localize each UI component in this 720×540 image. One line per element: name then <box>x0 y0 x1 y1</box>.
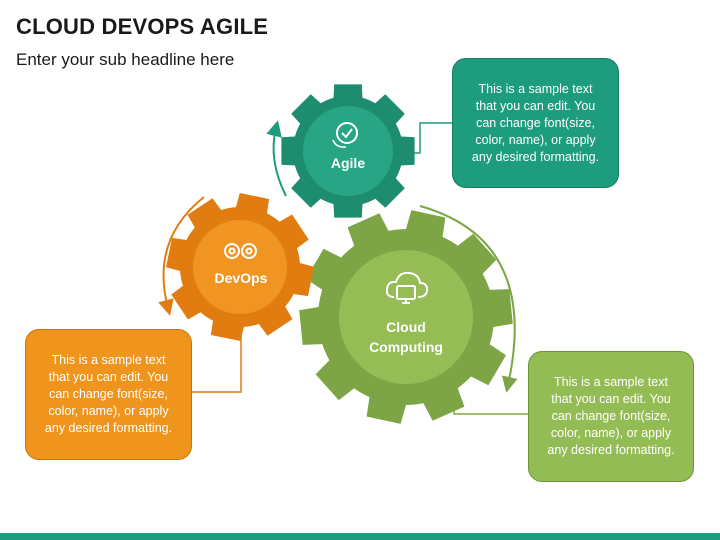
devops-arrow <box>158 196 205 316</box>
agile-note: This is a sample text that you can edit.… <box>452 58 619 188</box>
page-title: CLOUD DEVOPS AGILE <box>16 14 269 39</box>
cloud-connector <box>453 392 528 415</box>
cloud-arrow <box>419 205 518 393</box>
devops-label: DevOps <box>215 270 268 286</box>
agile-check-icon <box>332 122 358 148</box>
cloud-monitor-icon <box>385 271 429 304</box>
cloud-note: This is a sample text that you can edit.… <box>528 351 694 482</box>
bottom-accent-bar <box>0 533 720 540</box>
cloud-label-line2: Computing <box>369 339 443 355</box>
cloud-inner-circle <box>339 250 473 384</box>
devops-inner-circle <box>193 220 287 314</box>
devops-gears-icon <box>224 243 257 259</box>
cloud-label-line1: Cloud <box>386 319 426 335</box>
page-subtitle: Enter your sub headline here <box>16 50 235 69</box>
agile-arrow <box>266 120 287 197</box>
devops-connector <box>192 318 242 393</box>
devops-note: This is a sample text that you can edit.… <box>25 329 192 460</box>
agile-label: Agile <box>331 155 365 171</box>
agile-inner-circle <box>303 106 393 196</box>
